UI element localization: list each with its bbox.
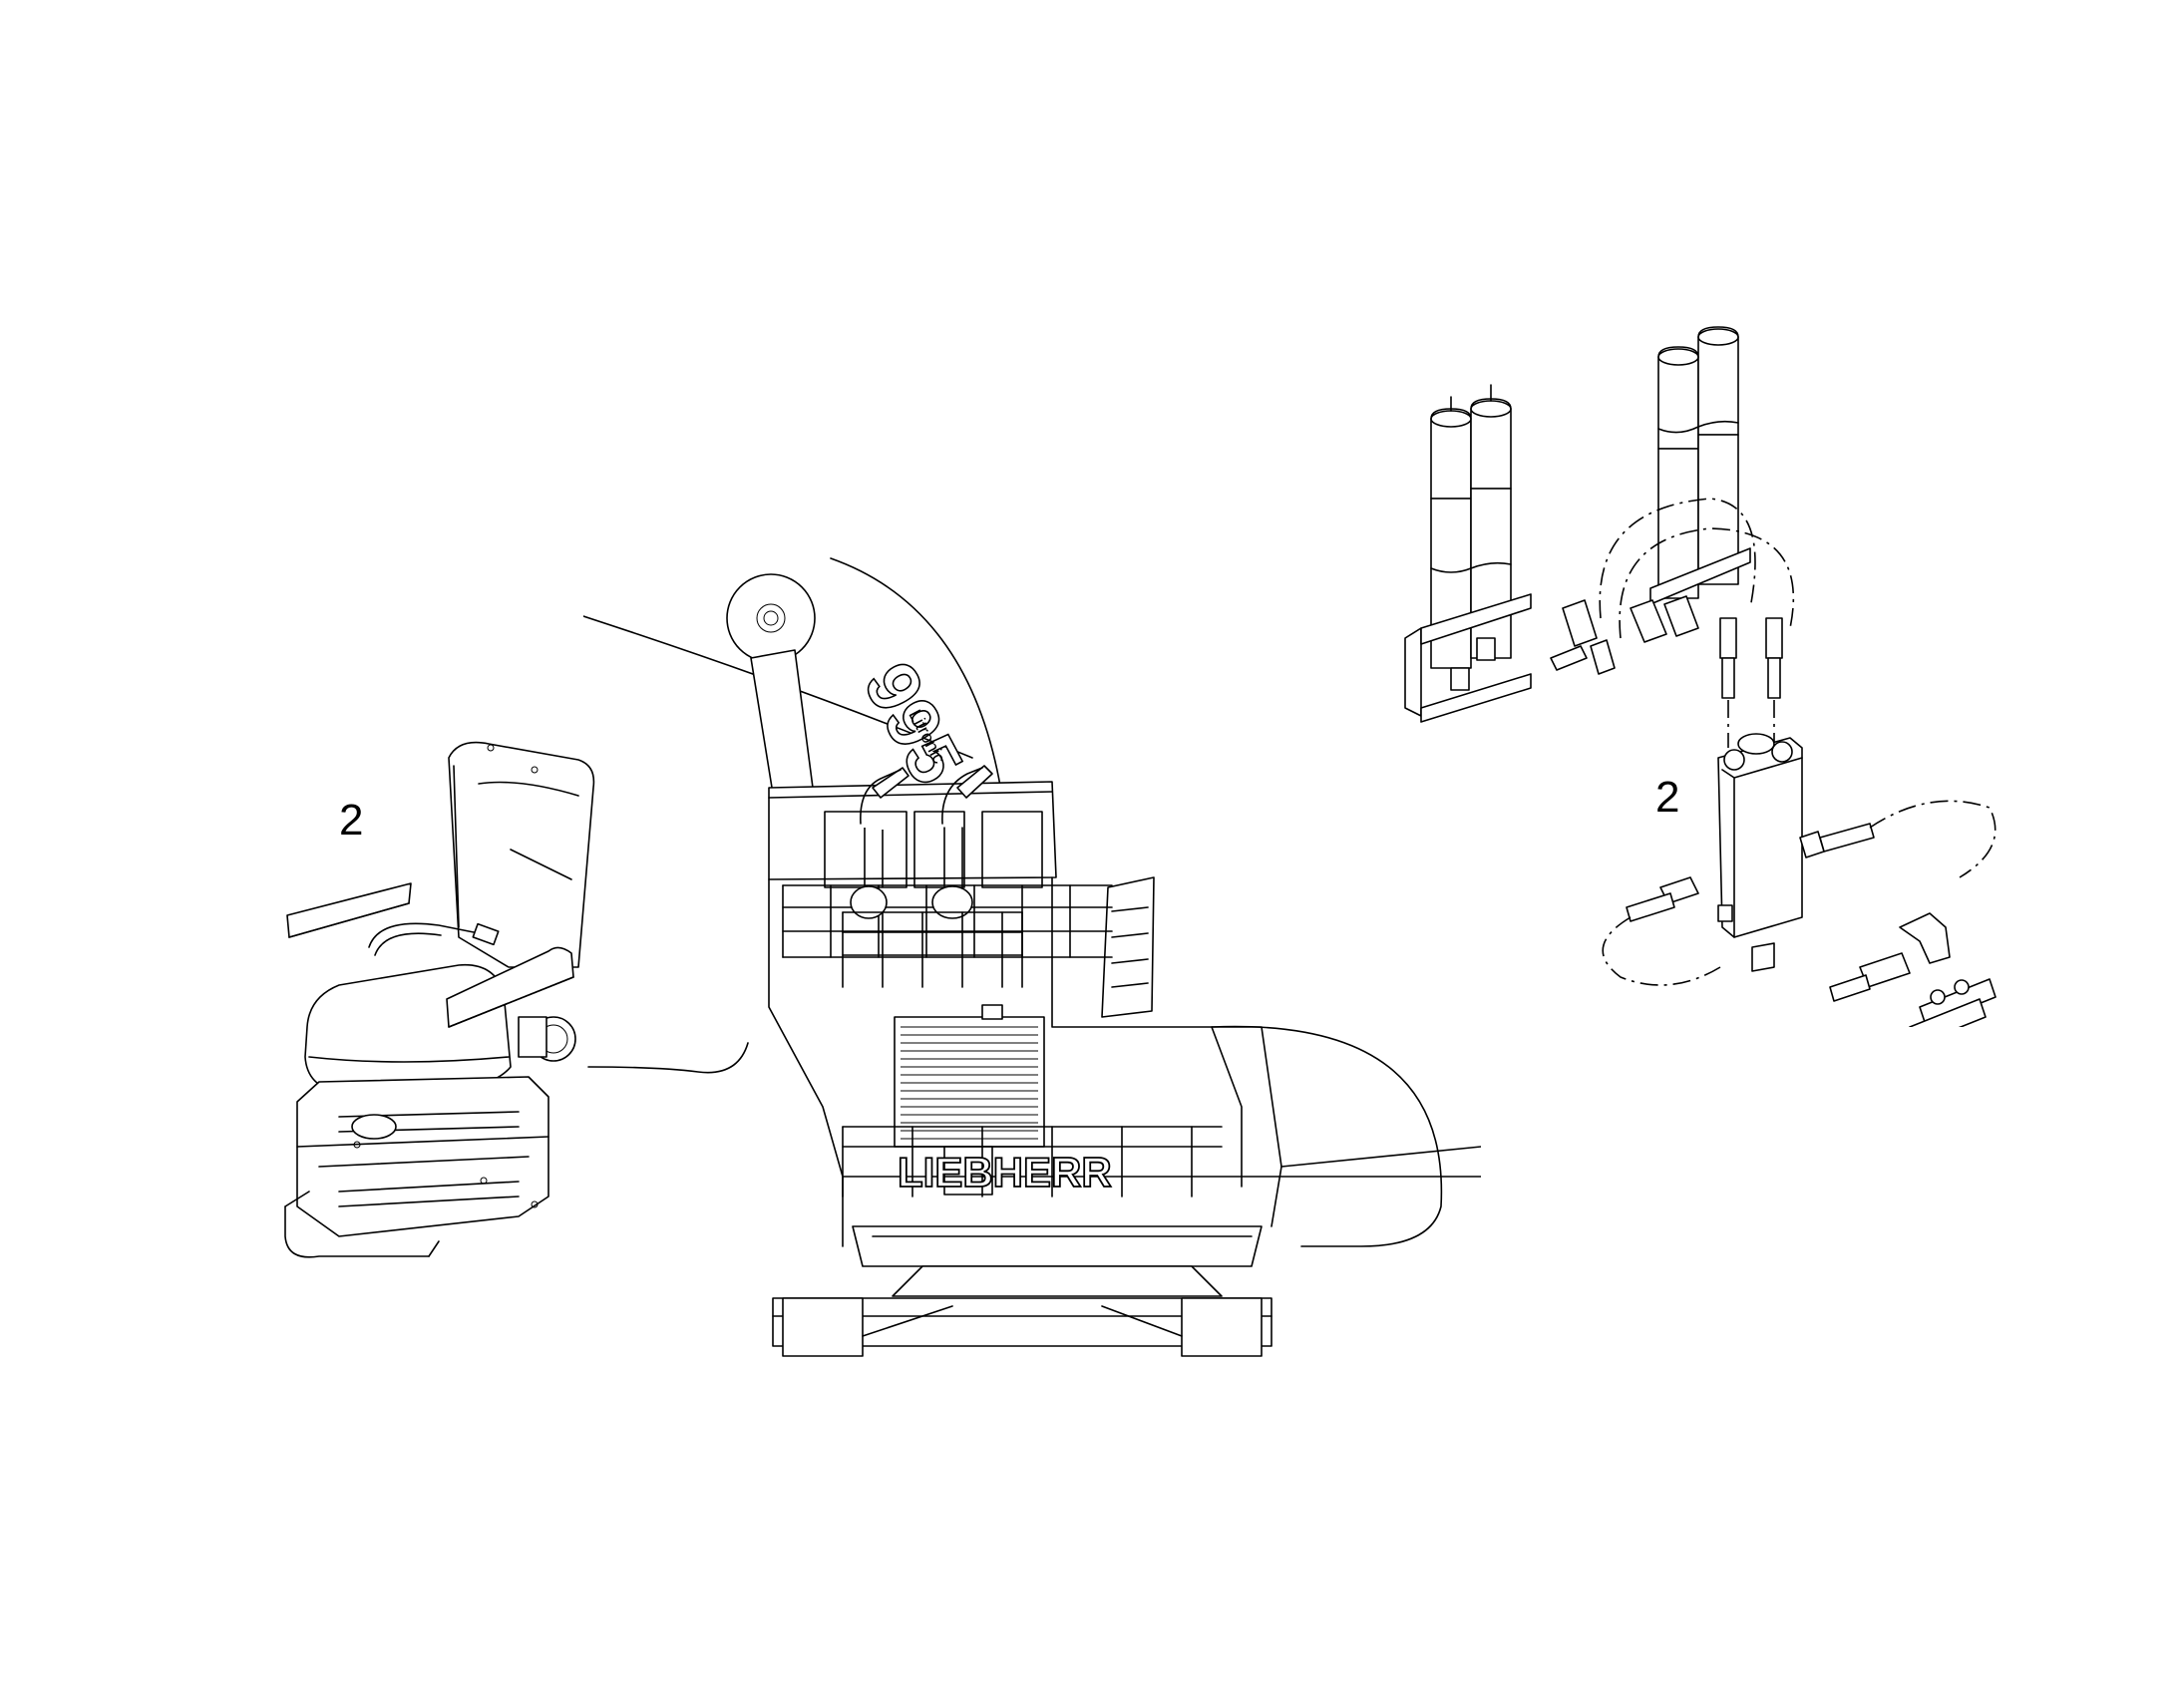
seat-suspension-assembly bbox=[1404, 326, 1997, 1027]
callout-seat: 2 bbox=[339, 796, 364, 845]
excavator-superstructure: 995 Litronic bbox=[583, 557, 1481, 1357]
callout-suspension: 2 bbox=[1655, 773, 1680, 822]
brand-logo: LIEBHERR bbox=[898, 1149, 1112, 1196]
operator-seat bbox=[284, 741, 749, 1258]
